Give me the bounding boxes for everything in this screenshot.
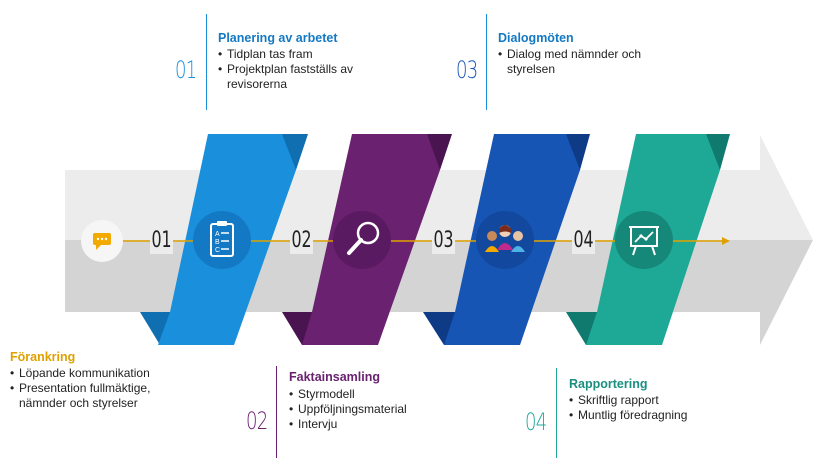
top-box-2-number: 03 [456,56,478,84]
chat-bubble-icon [81,220,123,262]
bottom-box-2-title: Faktainsamling [289,370,380,384]
timeline-arrowhead [722,237,730,245]
top-box-2-title: Dialogmöten [498,31,574,45]
list-item: Presentation fullmäktige, nämnder och st… [10,381,170,411]
step-number-2: 02 [290,228,314,254]
top-box-1-bullets: Tidplan tas fram Projektplan fastställs … [218,47,398,92]
bottom-box-2-divider [276,366,277,458]
list-item: Muntlig föredragning [569,408,769,423]
people-group-icon [476,211,534,269]
list-item: Uppföljningsmaterial [289,402,469,417]
svg-text:C: C [215,247,220,254]
list-item: Dialog med nämnder och styrelsen [498,47,683,77]
list-item: Skriftlig rapport [569,393,769,408]
svg-text:B: B [215,239,220,246]
bottom-box-3-divider [556,368,557,458]
bottom-box-2-number: 02 [246,407,268,435]
step-number-3: 03 [432,228,456,254]
list-item: Styrmodell [289,387,469,402]
svg-text:A: A [215,231,220,238]
top-box-1-title: Planering av arbetet [218,31,338,45]
bottom-box-3-title: Rapportering [569,377,648,391]
list-item: Intervju [289,417,469,432]
list-item: Tidplan tas fram [218,47,398,62]
top-box-2-divider [486,14,487,110]
bottom-box-2-bullets: Styrmodell Uppföljningsmaterial Intervju [289,387,469,432]
step-number-1: 01 [150,228,174,254]
presentation-board-icon [615,211,673,269]
bottom-box-1-bullets: Löpande kommunikation Presentation fullm… [10,366,170,411]
bottom-box-3-number: 04 [525,408,547,436]
bottom-box-3-bullets: Skriftlig rapport Muntlig föredragning [569,393,769,423]
step-number-4: 04 [572,228,596,254]
list-item: Projektplan fastställs av revisorerna [218,62,398,92]
top-box-1-number: 01 [175,56,197,84]
top-box-2-bullets: Dialog med nämnder och styrelsen [498,47,683,77]
clipboard-checklist-icon: A B C [193,211,251,269]
bottom-box-1-title: Förankring [10,350,76,364]
top-box-1-divider [206,14,207,110]
list-item: Löpande kommunikation [10,366,170,381]
magnifier-icon [333,211,391,269]
